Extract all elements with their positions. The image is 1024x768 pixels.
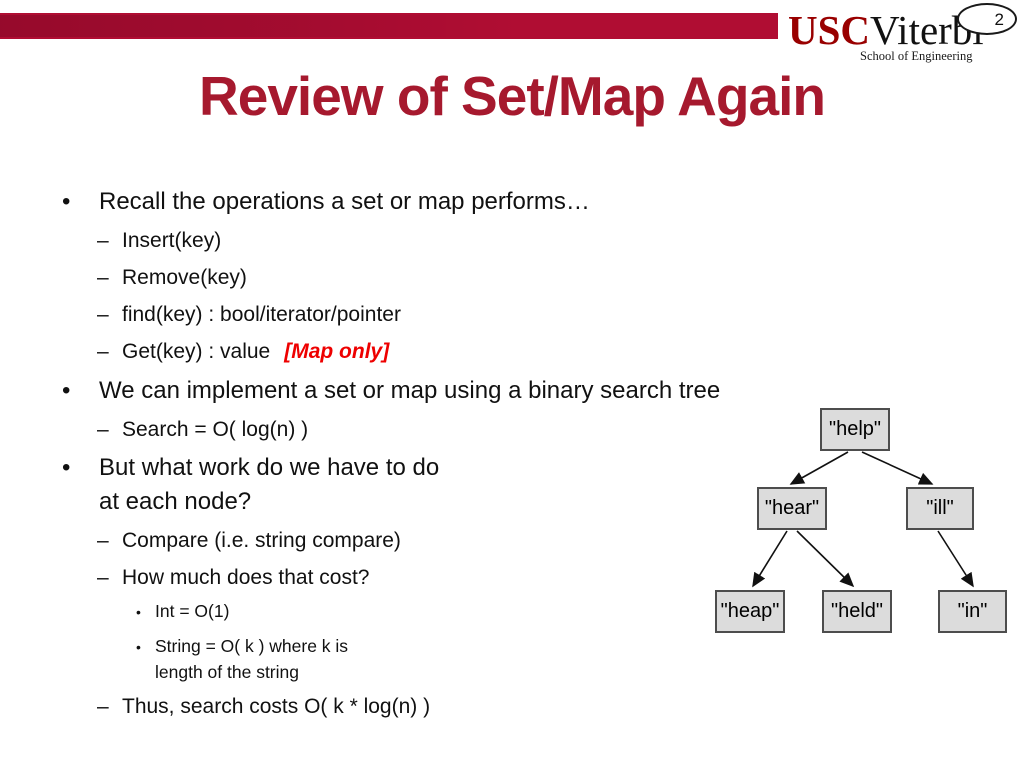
tree-node-heap: "heap" [715, 590, 785, 633]
bullet-line: –Insert(key) [97, 226, 221, 256]
bullet-text: Int = O(1) [155, 601, 230, 621]
bullet-line: –Remove(key) [97, 263, 247, 293]
tree-node-held: "held" [822, 590, 892, 633]
logo-usc-text: USC [788, 7, 871, 53]
bullet-continuation: length of the string [155, 659, 299, 685]
dash-marker: – [97, 266, 109, 289]
header-red-bar [0, 13, 778, 39]
bullet-line: • We can implement a set or map using a b… [62, 374, 720, 408]
bullet-text: find(key) : bool/iterator/pointer [122, 303, 401, 326]
page-number-badge: 2 [957, 3, 1017, 35]
dash-marker: – [97, 418, 109, 441]
dash-marker: – [97, 566, 109, 589]
slide-title: Review of Set/Map Again [199, 65, 826, 127]
bullet-text: How much does that cost? [122, 566, 370, 589]
bullet-text: String = O( k ) where k is [155, 636, 349, 656]
tree-edges [752, 451, 974, 588]
dash-marker: – [97, 340, 109, 363]
usc-viterbi-logo: USCViterbi [788, 7, 984, 53]
map-only-note: [Map only] [284, 340, 390, 363]
bullet-marker: • [136, 639, 141, 655]
bullet-line: –How much does that cost? [97, 563, 369, 593]
bullet-marker: • [62, 188, 71, 215]
bullet-text: We can implement a set or map using a bi… [99, 377, 721, 404]
bullet-continuation: at each node? [99, 485, 251, 519]
tree-node-hear: "hear" [757, 487, 827, 530]
dash-marker: – [97, 529, 109, 552]
bullet-text: But what work do we have to do [99, 454, 440, 481]
bullet-line: –Search = O( log(n) ) [97, 415, 308, 445]
dash-marker: – [97, 695, 109, 718]
dash-marker: – [97, 303, 109, 326]
bullet-line: • Recall the operations a set or map perf… [62, 185, 590, 219]
bullet-line: –Compare (i.e. string compare) [97, 526, 401, 556]
bullet-text: Get(key) : value [122, 340, 271, 363]
bullet-text: Thus, search costs O( k * log(n) ) [122, 695, 431, 718]
bullet-line: –Get(key) : value [Map only] [97, 337, 389, 367]
bullet-text: Recall the operations a set or map perfo… [99, 188, 590, 215]
bullet-text: Remove(key) [122, 266, 247, 289]
dash-marker: – [97, 229, 109, 252]
header-bar-shading [0, 15, 520, 37]
bullet-line: • String = O( k ) where k is [136, 633, 348, 660]
bullet-line: • Int = O(1) [136, 598, 229, 625]
bullet-text: Insert(key) [122, 229, 222, 252]
bullet-marker: • [62, 377, 71, 404]
bullet-text: length of the string [155, 662, 299, 682]
bullet-text: Search = O( log(n) ) [122, 418, 309, 441]
logo-school-text: School of Engineering [860, 49, 973, 63]
bullet-line: • But what work do we have to do [62, 451, 439, 485]
bullet-text: at each node? [99, 488, 252, 515]
bullet-marker: • [62, 454, 71, 481]
bullet-line: –Thus, search costs O( k * log(n) ) [97, 692, 430, 722]
bullet-text: Compare (i.e. string compare) [122, 529, 401, 552]
page-number: 2 [994, 10, 1004, 29]
bullet-line: –find(key) : bool/iterator/pointer [97, 300, 401, 330]
tree-node-help: "help" [820, 408, 890, 451]
tree-node-ill: "ill" [906, 487, 974, 530]
tree-node-in: "in" [938, 590, 1007, 633]
bullet-marker: • [136, 604, 141, 620]
